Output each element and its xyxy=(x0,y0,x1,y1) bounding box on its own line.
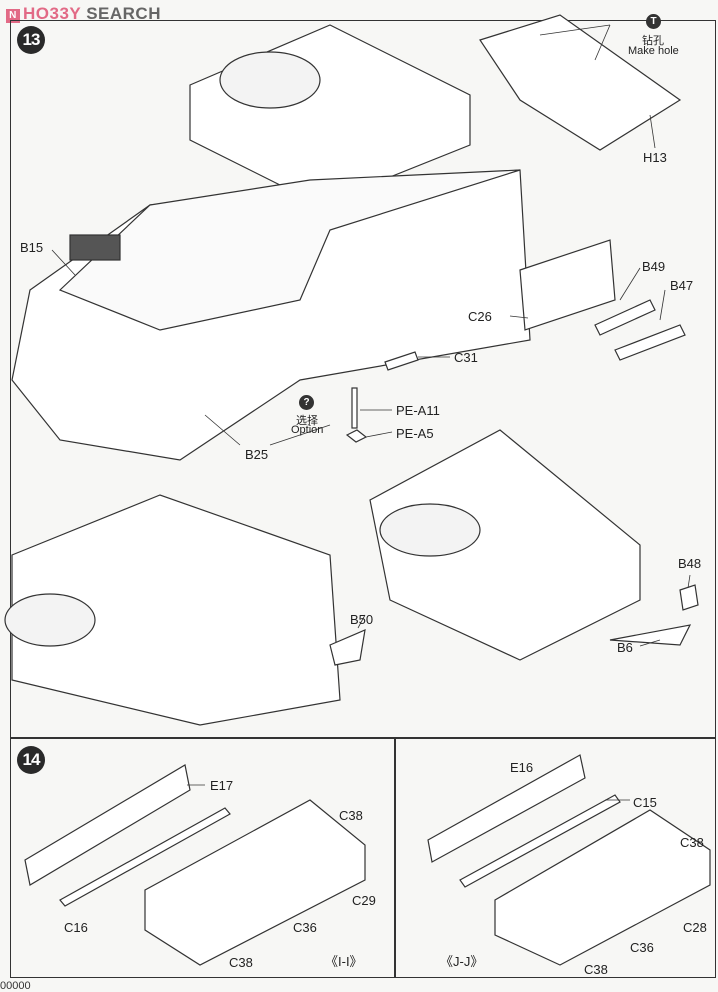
hull-detail-left xyxy=(11,494,341,726)
b49-part xyxy=(594,299,656,336)
brand-logo-icon: N xyxy=(6,9,20,23)
step-14-panel-right xyxy=(394,738,716,978)
view-i-i: 《I-I》 xyxy=(325,954,363,969)
label-c29: C29 xyxy=(352,893,376,908)
label-c36-right: C36 xyxy=(630,940,654,955)
make-hole-cn: 钻孔 xyxy=(642,35,664,47)
option-cn: 选择 xyxy=(296,415,318,427)
label-pe-a11: PE-A11 xyxy=(396,403,440,418)
watermark-brand: HO33Y xyxy=(23,4,81,23)
step-13-number: 13 xyxy=(17,26,45,54)
label-e17: E17 xyxy=(210,778,234,793)
pe-a11-part xyxy=(351,387,358,429)
label-c28: C28 xyxy=(683,920,707,935)
label-c16: C16 xyxy=(64,920,88,935)
c16-strip xyxy=(59,807,231,907)
c28-tray xyxy=(494,809,711,966)
label-c31: C31 xyxy=(454,350,478,365)
label-b6: B6 xyxy=(617,640,633,655)
h13-plate xyxy=(479,14,682,151)
label-b47: B47 xyxy=(670,278,694,293)
hull-detail-right xyxy=(369,429,641,661)
question-icon: ? xyxy=(299,395,314,410)
turret-ring xyxy=(219,51,321,109)
label-pe-a5: PE-A5 xyxy=(396,426,434,441)
c26-panel xyxy=(519,239,616,331)
watermark-search: SEARCH xyxy=(86,4,161,23)
label-c26: C26 xyxy=(468,309,492,324)
b47-part xyxy=(614,324,686,361)
e17-panel xyxy=(24,764,191,886)
label-c15: C15 xyxy=(633,795,657,810)
label-c38-bottom-left: C38 xyxy=(229,955,253,970)
c29-tray xyxy=(144,799,366,966)
step-13-panel xyxy=(10,20,716,738)
b6-part xyxy=(609,624,692,646)
step-14-panel-left xyxy=(10,738,396,978)
hull-top xyxy=(58,169,521,331)
label-b49: B49 xyxy=(642,259,666,274)
page-code: 00000 xyxy=(0,980,31,992)
c31-part xyxy=(384,351,419,371)
pe-a5-part xyxy=(345,429,368,443)
label-c38-top-left: C38 xyxy=(339,808,363,823)
step-14-number: 14 xyxy=(17,746,45,774)
label-e16: E16 xyxy=(510,760,534,775)
e16-panel xyxy=(427,754,586,863)
label-b50: B50 xyxy=(350,612,374,627)
c15-strip xyxy=(459,794,621,888)
label-h13: H13 xyxy=(643,150,667,165)
label-c38-top-right: C38 xyxy=(680,835,704,850)
b50-part xyxy=(329,629,366,666)
view-j-j: 《J-J》 xyxy=(440,954,484,969)
label-c38-bottom-right: C38 xyxy=(584,962,608,977)
option-en: Option xyxy=(291,424,324,436)
turret-ring-left xyxy=(4,593,96,647)
engine-grille xyxy=(69,234,121,261)
label-b15: B15 xyxy=(20,240,44,255)
turret-ring-right xyxy=(379,503,481,557)
label-c36-left: C36 xyxy=(293,920,317,935)
label-b25: B25 xyxy=(245,447,269,462)
b48-part xyxy=(679,584,699,611)
drill-icon: T xyxy=(646,14,661,29)
make-hole-en: Make hole xyxy=(628,45,679,57)
label-b48: B48 xyxy=(678,556,702,571)
